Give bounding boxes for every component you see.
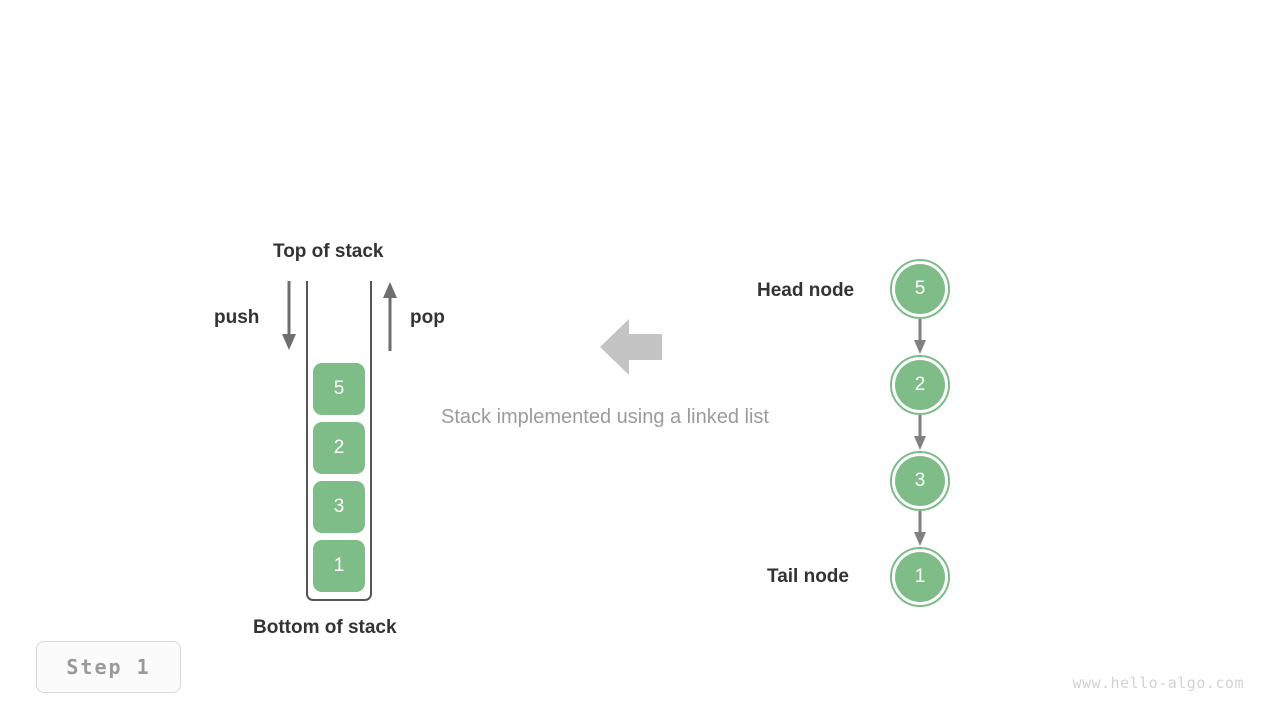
head-node-label: Head node [757, 280, 855, 301]
stack-cell: 3 [313, 481, 365, 533]
push-arrow-icon [277, 281, 301, 351]
pop-label: pop [410, 307, 445, 328]
linked-list-node: 1 [890, 547, 950, 607]
linked-list-diagram-group: Head node Tail node 5 2 [700, 0, 1280, 720]
node-value: 3 [895, 456, 945, 506]
stack-container-outline [306, 281, 372, 601]
node-value: 2 [895, 360, 945, 410]
linked-list-node: 2 [890, 355, 950, 415]
linked-list-node: 5 [890, 259, 950, 319]
linked-list-link-arrow-icon [910, 415, 930, 451]
stack-cell: 1 [313, 540, 365, 592]
transform-left-arrow-icon [600, 318, 662, 376]
linked-list-link-arrow-icon [910, 319, 930, 355]
push-label: push [214, 307, 260, 328]
watermark: www.hello-algo.com [1072, 674, 1244, 692]
top-of-stack-label: Top of stack [273, 241, 384, 262]
stack-cell: 5 [313, 363, 365, 415]
linked-list-link-arrow-icon [910, 511, 930, 547]
stack-cell: 2 [313, 422, 365, 474]
step-badge-label: Step 1 [66, 655, 151, 679]
linked-list-node: 3 [890, 451, 950, 511]
node-value: 1 [895, 552, 945, 602]
bottom-of-stack-label: Bottom of stack [253, 617, 397, 638]
pop-arrow-icon [378, 281, 402, 351]
transform-caption: Stack implemented using a linked list [441, 406, 769, 428]
stack-diagram-group: Top of stack push pop 5 2 3 1 Bottom of … [0, 0, 560, 720]
node-value: 5 [895, 264, 945, 314]
tail-node-label: Tail node [767, 566, 849, 587]
step-badge: Step 1 [36, 641, 181, 693]
